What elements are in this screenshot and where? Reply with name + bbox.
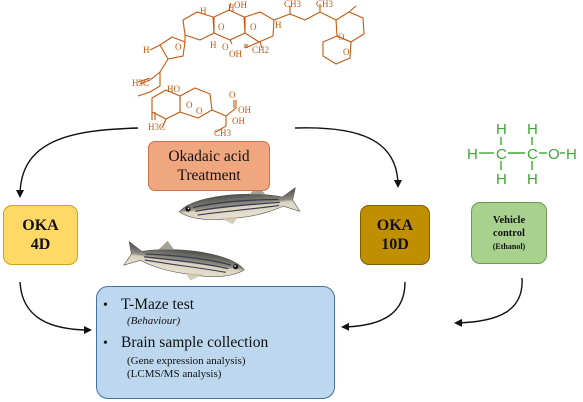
oka4d-line1: OKA bbox=[22, 217, 59, 234]
outcome-box: • T-Maze test (Behaviour) • Brain sample… bbox=[96, 286, 335, 399]
atom-label-ch2: CH2 bbox=[252, 45, 269, 55]
arrow-oka4d-to-outcome bbox=[19, 281, 92, 334]
okadaic-acid-structure bbox=[137, 2, 365, 133]
atom-label-o: O bbox=[218, 22, 225, 32]
atom-label-oh: OH bbox=[232, 116, 245, 126]
ethanol-atom-o: O bbox=[548, 146, 560, 163]
flow-arrows bbox=[16, 127, 523, 334]
atom-label-o: O bbox=[229, 90, 236, 100]
vehicle-line2: control bbox=[493, 227, 525, 239]
atom-label-oh: OH bbox=[229, 49, 242, 59]
atom-label-o: O bbox=[343, 47, 350, 57]
zebrafish-illustration bbox=[123, 185, 301, 281]
atom-label-oh: OH bbox=[234, 0, 247, 10]
atom-label-oh: OH bbox=[238, 105, 251, 115]
ethanol-structure: H H H C C O H H H bbox=[467, 121, 577, 188]
atom-label-ch3: CH3 bbox=[316, 0, 334, 9]
atom-label-h: H bbox=[200, 6, 207, 16]
bullet-dot: • bbox=[103, 336, 108, 351]
zebrafish-lower bbox=[123, 240, 245, 281]
arrow-treatment-to-oka4d bbox=[16, 127, 139, 198]
atom-label-o: O bbox=[250, 22, 257, 32]
okadaic-acid-labels: H O H OH O O H CH2 OH CH3 CH3 H O O O H … bbox=[132, 0, 350, 138]
oka-4d-box: OKA 4D bbox=[3, 205, 78, 265]
arrow-oka10d-to-outcome bbox=[341, 281, 406, 331]
ethanol-atom-h: H bbox=[467, 146, 478, 163]
okadaic-acid-treatment-box: Okadaic acid Treatment bbox=[148, 141, 270, 191]
arrow-treatment-to-oka10d bbox=[294, 127, 402, 188]
treatment-line2: Treatment bbox=[177, 167, 241, 184]
bullet-brain: • Brain sample collection bbox=[103, 334, 334, 353]
bullet-dot: • bbox=[103, 298, 108, 313]
ethanol-bonds bbox=[479, 137, 565, 170]
bullet-tmaze-sub: (Behaviour) bbox=[127, 315, 181, 327]
ethanol-atom-c: C bbox=[527, 146, 538, 163]
bullet-brain-sub2: (LCMS/MS analysis) bbox=[127, 368, 222, 380]
ethanol-atom-h: H bbox=[527, 121, 538, 138]
vehicle-control-box: Vehicle control (Ethanol) bbox=[471, 202, 547, 264]
ethanol-atom-h: H bbox=[496, 171, 507, 188]
bullet-brain-sub1: (Gene expression analysis) bbox=[127, 355, 246, 367]
bullet-brain-text: Brain sample collection bbox=[121, 334, 269, 351]
zebrafish-upper bbox=[178, 185, 301, 225]
ethanol-atom-h: H bbox=[527, 171, 538, 188]
ethanol-atom-h: H bbox=[566, 146, 577, 163]
bullet-tmaze-text: T-Maze test bbox=[121, 296, 195, 313]
atom-label-o: O bbox=[175, 42, 182, 52]
atom-label-ch3: CH3 bbox=[284, 0, 302, 9]
atom-label-h: H bbox=[228, 3, 235, 13]
oka4d-line2: 4D bbox=[30, 236, 51, 253]
vehicle-line1: Vehicle bbox=[492, 214, 526, 226]
ethanol-atom-c: C bbox=[496, 146, 507, 163]
atom-label-h3c: H3C bbox=[148, 122, 165, 132]
atom-label-h: H bbox=[210, 40, 217, 50]
arrow-vehicle-to-outcome bbox=[454, 277, 523, 327]
treatment-line1: Okadaic acid bbox=[168, 148, 250, 165]
oka10d-line2: 10D bbox=[381, 236, 409, 253]
bullet-tmaze: • T-Maze test bbox=[103, 296, 334, 315]
atom-label-o: O bbox=[338, 32, 345, 42]
atom-label-ho: HO bbox=[167, 84, 180, 94]
atom-label-ch3: CH3 bbox=[214, 128, 232, 138]
ethanol-atom-h: H bbox=[496, 121, 507, 138]
atom-label-h: H bbox=[143, 45, 150, 55]
atom-label-o: O bbox=[196, 106, 203, 116]
oka10d-line1: OKA bbox=[376, 217, 414, 234]
atom-label-o: O bbox=[222, 42, 229, 52]
atom-label-o: O bbox=[186, 100, 193, 110]
atom-label-h: H bbox=[275, 20, 282, 30]
oka-10d-box: OKA 10D bbox=[360, 205, 430, 265]
atom-label-h3c: H3C bbox=[132, 78, 149, 88]
vehicle-line3: (Ethanol) bbox=[492, 241, 526, 251]
